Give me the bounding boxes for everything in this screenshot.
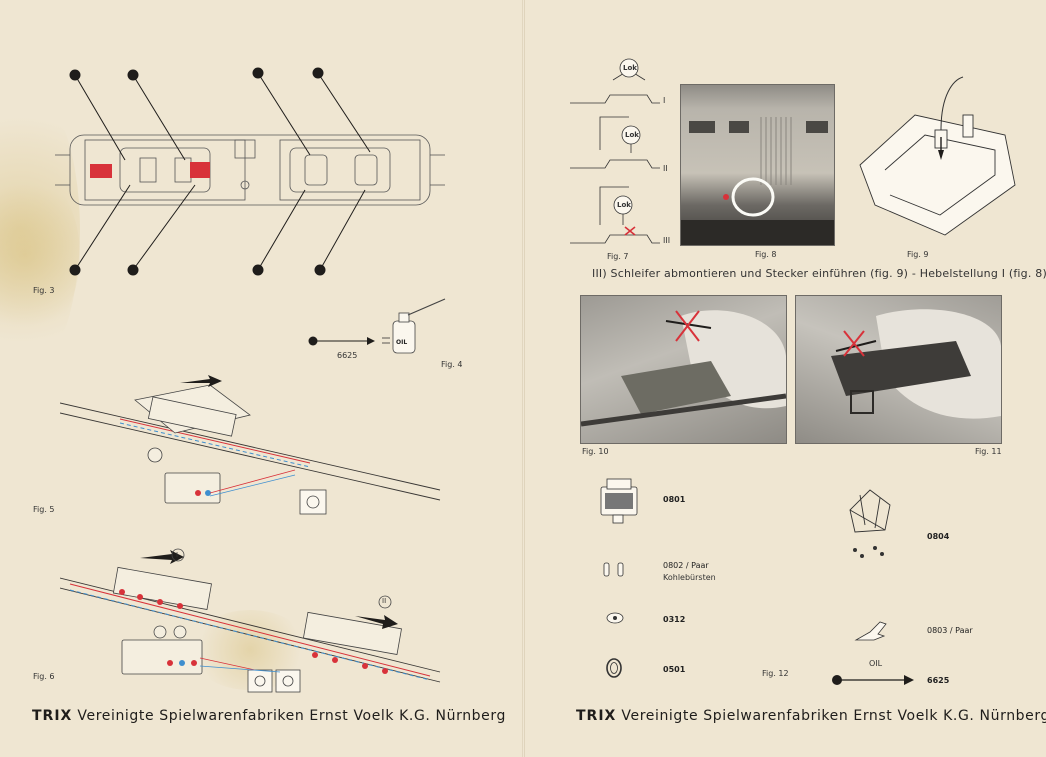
footer-left-brand: TRIX bbox=[32, 708, 73, 724]
fig7-badge-1: Lok bbox=[623, 64, 637, 72]
fig7-diagram bbox=[570, 58, 660, 244]
fig3-label: Fig. 3 bbox=[33, 286, 55, 295]
part-0312-code: 0312 bbox=[663, 615, 686, 624]
fig12-label: Fig. 12 bbox=[762, 669, 789, 678]
fig5-label: Fig. 5 bbox=[33, 505, 55, 514]
fig6-label: Fig. 6 bbox=[33, 672, 55, 681]
fig4-label: Fig. 4 bbox=[441, 360, 463, 369]
fig5-diagram bbox=[60, 375, 441, 515]
page-fold bbox=[522, 0, 525, 757]
oil-arrow bbox=[832, 675, 914, 685]
fig7-level-3: III bbox=[663, 236, 671, 245]
fig10-label: Fig. 10 bbox=[582, 447, 609, 456]
fig8-photo bbox=[680, 84, 835, 246]
fig11-label: Fig. 11 bbox=[975, 447, 1002, 456]
fig9-caption: III) Schleifer abmontieren und Stecker e… bbox=[592, 267, 1046, 280]
fig6-marker-2: II bbox=[382, 597, 387, 605]
part-0801-code: 0801 bbox=[663, 495, 686, 504]
fig4-bottle-label: OIL bbox=[396, 339, 408, 346]
part-0802-code: 0802 / Paar bbox=[663, 561, 709, 570]
part-0804-code: 0804 bbox=[927, 532, 950, 541]
part-0312-drawing bbox=[606, 612, 624, 624]
part-0803-code: 0803 / Paar bbox=[927, 626, 973, 635]
part-0501-code: 0501 bbox=[663, 665, 686, 674]
part-0802-drawing bbox=[603, 562, 624, 577]
part-0803-drawing bbox=[854, 621, 887, 641]
fig10-photo bbox=[580, 295, 787, 444]
fig3-diagram bbox=[55, 67, 445, 276]
fig6-marker-1: I bbox=[176, 551, 179, 559]
fig9-diagram bbox=[859, 76, 1016, 236]
fig11-photo bbox=[795, 295, 1002, 444]
part-0801-drawing bbox=[600, 478, 638, 524]
fig7-label: Fig. 7 bbox=[607, 252, 629, 261]
fig6-diagram bbox=[60, 548, 441, 693]
part-0501-drawing bbox=[606, 658, 622, 678]
fig8-label: Fig. 8 bbox=[755, 250, 777, 259]
footer-left: TRIX Vereinigte Spielwarenfabriken Ernst… bbox=[32, 708, 506, 724]
fig7-level-2: II bbox=[663, 164, 668, 173]
part-0804-drawing bbox=[849, 489, 891, 558]
footer-right-brand: TRIX bbox=[576, 708, 617, 724]
fig9-label: Fig. 9 bbox=[907, 250, 929, 259]
fig4-part-code: 6625 bbox=[337, 351, 358, 360]
fig4-diagram bbox=[308, 298, 446, 354]
oil-label: OIL bbox=[869, 659, 883, 668]
part-6625-code: 6625 bbox=[927, 676, 950, 685]
footer-right: TRIX Vereinigte Spielwarenfabriken Ernst… bbox=[576, 708, 1046, 724]
footer-right-text: Vereinigte Spielwarenfabriken Ernst Voel… bbox=[621, 708, 1046, 724]
fig7-level-1: I bbox=[663, 96, 666, 105]
footer-left-text: Vereinigte Spielwarenfabriken Ernst Voel… bbox=[77, 708, 506, 724]
part-0802-desc: Kohlebürsten bbox=[663, 573, 716, 582]
fig7-badge-3: Lok bbox=[617, 201, 631, 209]
fig7-badge-2: Lok bbox=[625, 131, 639, 139]
